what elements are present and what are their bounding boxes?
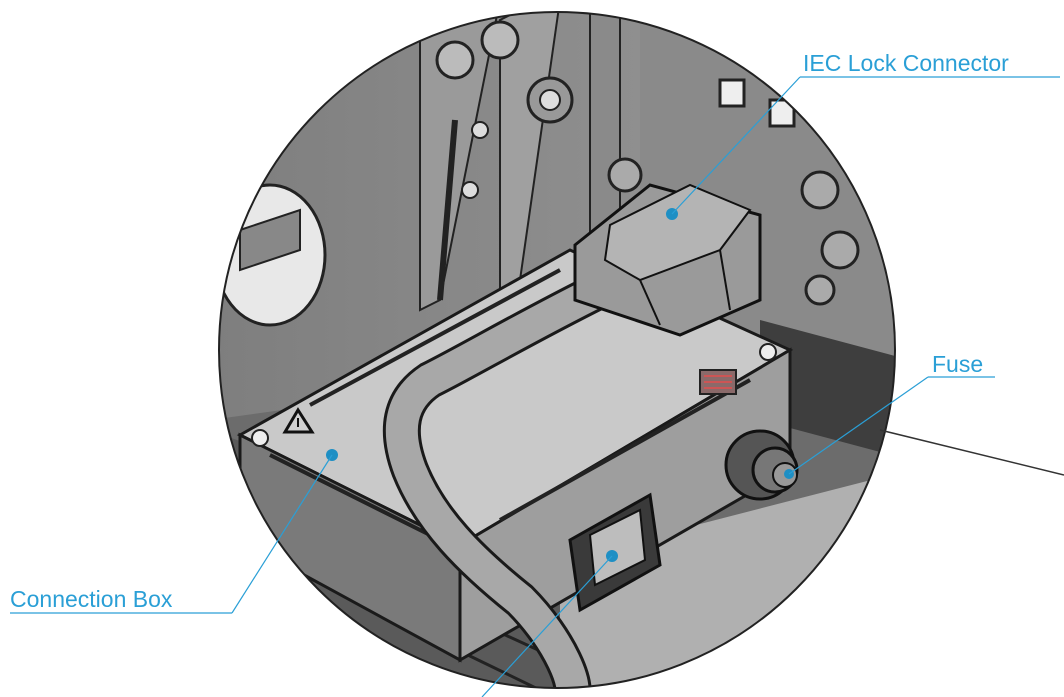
callout-fuse: Fuse bbox=[932, 351, 984, 377]
warning-triangle-icon bbox=[282, 407, 315, 434]
callout-iec-lock-connector: IEC Lock Connector bbox=[803, 50, 1009, 76]
callout-connection-box: Connection Box bbox=[10, 586, 173, 612]
detail-view bbox=[219, 12, 895, 688]
callout-lines bbox=[10, 76, 1060, 697]
